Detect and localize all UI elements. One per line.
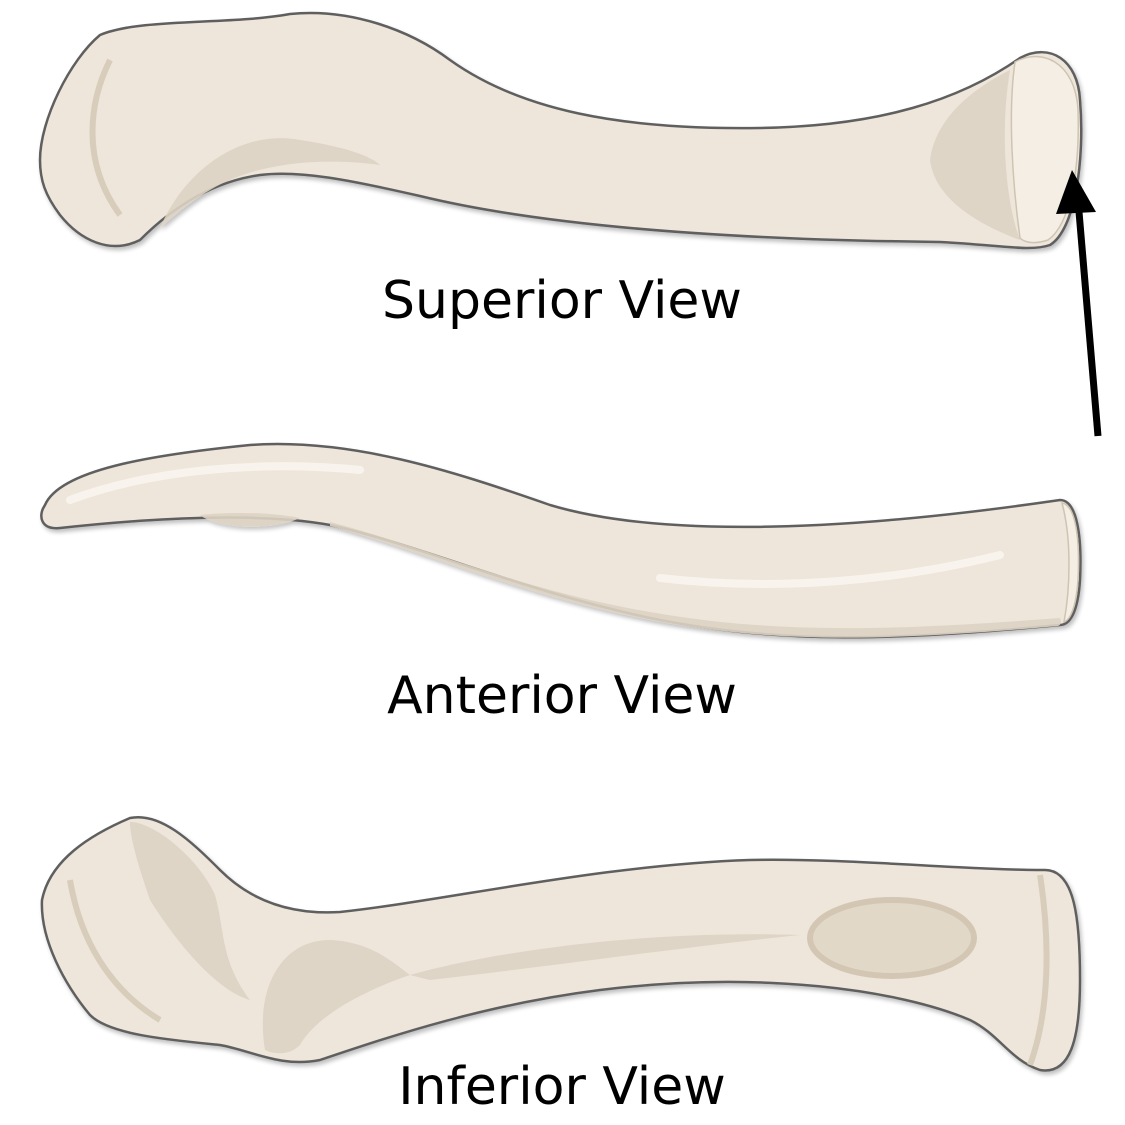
arrow-up-icon	[1056, 170, 1096, 214]
anterior-shaft-shadow	[330, 522, 1061, 638]
inferior-acromial-edge	[67, 879, 162, 1023]
superior-view-clavicle	[38, 11, 1083, 250]
pointer-arrow	[1056, 170, 1102, 437]
superior-sternal-end-face	[1010, 55, 1079, 244]
label-inferior-view: Inferior View	[398, 1057, 726, 1117]
superior-sternal-facet	[930, 70, 1020, 240]
inferior-conoid-tubercle	[262, 940, 410, 1054]
inferior-coracoid-shade	[130, 822, 250, 1000]
inferior-view-clavicle	[40, 815, 1082, 1072]
inferior-sternal-end-line	[1027, 874, 1050, 1067]
anterior-upper-highlight	[66, 462, 364, 504]
inferior-subclavian-groove	[410, 934, 800, 980]
anterior-lower-highlight	[656, 551, 1004, 588]
superior-acromial-ridge	[89, 58, 123, 217]
anterior-tubercle	[200, 513, 300, 527]
anterior-view-clavicle	[40, 442, 1082, 639]
inferior-costal-impression	[807, 897, 977, 979]
label-superior-view: Superior View	[382, 271, 742, 331]
anterior-bone-body	[40, 442, 1082, 639]
superior-bone-body	[38, 11, 1083, 250]
superior-conoid-hollow	[160, 138, 380, 228]
arrow-shaft	[1074, 199, 1102, 437]
anterior-sternal-end-face	[1060, 502, 1080, 624]
label-anterior-view: Anterior View	[387, 666, 737, 726]
